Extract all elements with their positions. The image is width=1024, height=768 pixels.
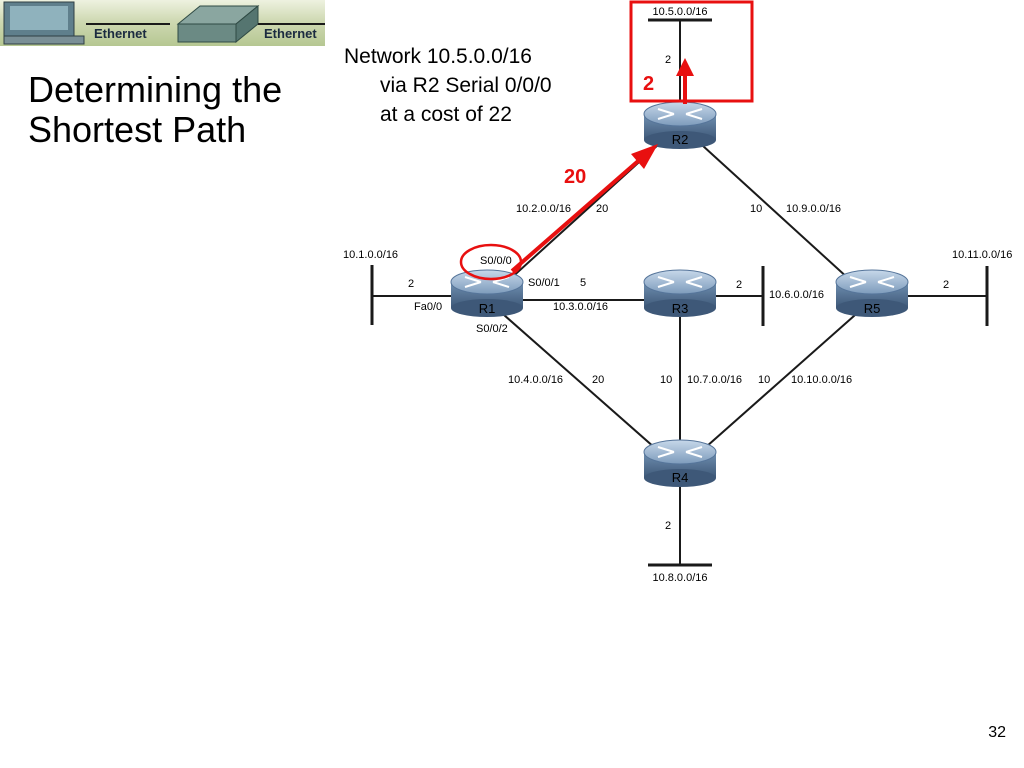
title-line-1: Determining the — [28, 69, 283, 110]
cost-r4-r5: 10 — [758, 374, 770, 386]
arrow-r1-to-r2 — [510, 144, 658, 273]
banner-graphic: Ethernet Ethernet — [3, 1, 325, 45]
cost-r1-lan: 2 — [408, 278, 414, 290]
router-label-r2: R2 — [672, 132, 689, 147]
cost-r5-lan: 2 — [943, 279, 949, 291]
cost-r3-r4: 10 — [660, 374, 672, 386]
cost-r2-lan: 2 — [665, 54, 671, 66]
router-r4: R4 — [643, 439, 717, 488]
ethernet-banner: Ethernet Ethernet — [0, 0, 325, 46]
router-label-r5: R5 — [864, 301, 881, 316]
router-r1: R1 — [450, 269, 524, 318]
cost-r2-r5: 10 — [750, 203, 762, 215]
network-label-10-11: 10.11.0.0/16 — [952, 249, 1012, 261]
highlight-box-destination — [629, 0, 754, 103]
interface-s0-0-1: S0/0/1 — [528, 277, 560, 289]
note-line-3: at a cost of 22 — [380, 103, 512, 126]
network-label-10-8: 10.8.0.0/16 — [652, 572, 707, 584]
link-r1-r4 — [486, 299, 681, 471]
route-note: Network 10.5.0.0/16 via R2 Serial 0/0/0 … — [344, 42, 552, 129]
cost-r1-r3: 5 — [580, 277, 586, 289]
note-line-2: via R2 Serial 0/0/0 — [380, 74, 552, 97]
highlight-cost-20: 20 — [564, 166, 586, 188]
network-label-10-1: 10.1.0.0/16 — [343, 249, 398, 261]
cost-r1-r4: 20 — [592, 374, 604, 386]
router-r3: R3 — [643, 269, 717, 318]
router-r5: R5 — [835, 269, 909, 318]
cost-r4-lan: 2 — [665, 520, 671, 532]
network-label-10-9: 10.9.0.0/16 — [786, 203, 841, 215]
lan-segments — [370, 18, 989, 567]
network-label-10-7: 10.7.0.0/16 — [687, 374, 742, 386]
highlight-cost-2: 2 — [643, 73, 654, 95]
link-r4-r5 — [679, 299, 873, 471]
banner-label-2: Ethernet — [264, 26, 317, 41]
network-label-10-5: 10.5.0.0/16 — [652, 6, 707, 18]
cost-r1-r2: 20 — [596, 203, 608, 215]
network-label-10-2: 10.2.0.0/16 — [516, 203, 571, 215]
title-line-2: Shortest Path — [28, 109, 247, 150]
link-r2-r5 — [679, 124, 873, 301]
slide-title: Determining the Shortest Path — [28, 70, 282, 150]
network-label-10-4: 10.4.0.0/16 — [508, 374, 563, 386]
cost-r3-lan: 2 — [736, 279, 742, 291]
router-label-r4: R4 — [672, 470, 689, 485]
interface-s0-0-2: S0/0/2 — [476, 323, 508, 335]
page-number: 32 — [988, 724, 1006, 741]
router-r2: R2 — [643, 101, 717, 150]
router-label-r3: R3 — [672, 301, 689, 316]
network-label-10-10: 10.10.0.0/16 — [791, 374, 852, 386]
interface-s0-0-0: S0/0/0 — [480, 255, 512, 267]
note-line-1: Network 10.5.0.0/16 — [344, 45, 532, 68]
computer-icon — [3, 1, 85, 45]
interface-fa0-0: Fa0/0 — [414, 301, 442, 313]
router-label-r1: R1 — [479, 301, 496, 316]
network-label-10-3: 10.3.0.0/16 — [553, 301, 608, 313]
arrow-r2-to-network — [676, 58, 694, 104]
network-label-10-6: 10.6.0.0/16 — [769, 289, 824, 301]
banner-label-1: Ethernet — [94, 26, 147, 41]
